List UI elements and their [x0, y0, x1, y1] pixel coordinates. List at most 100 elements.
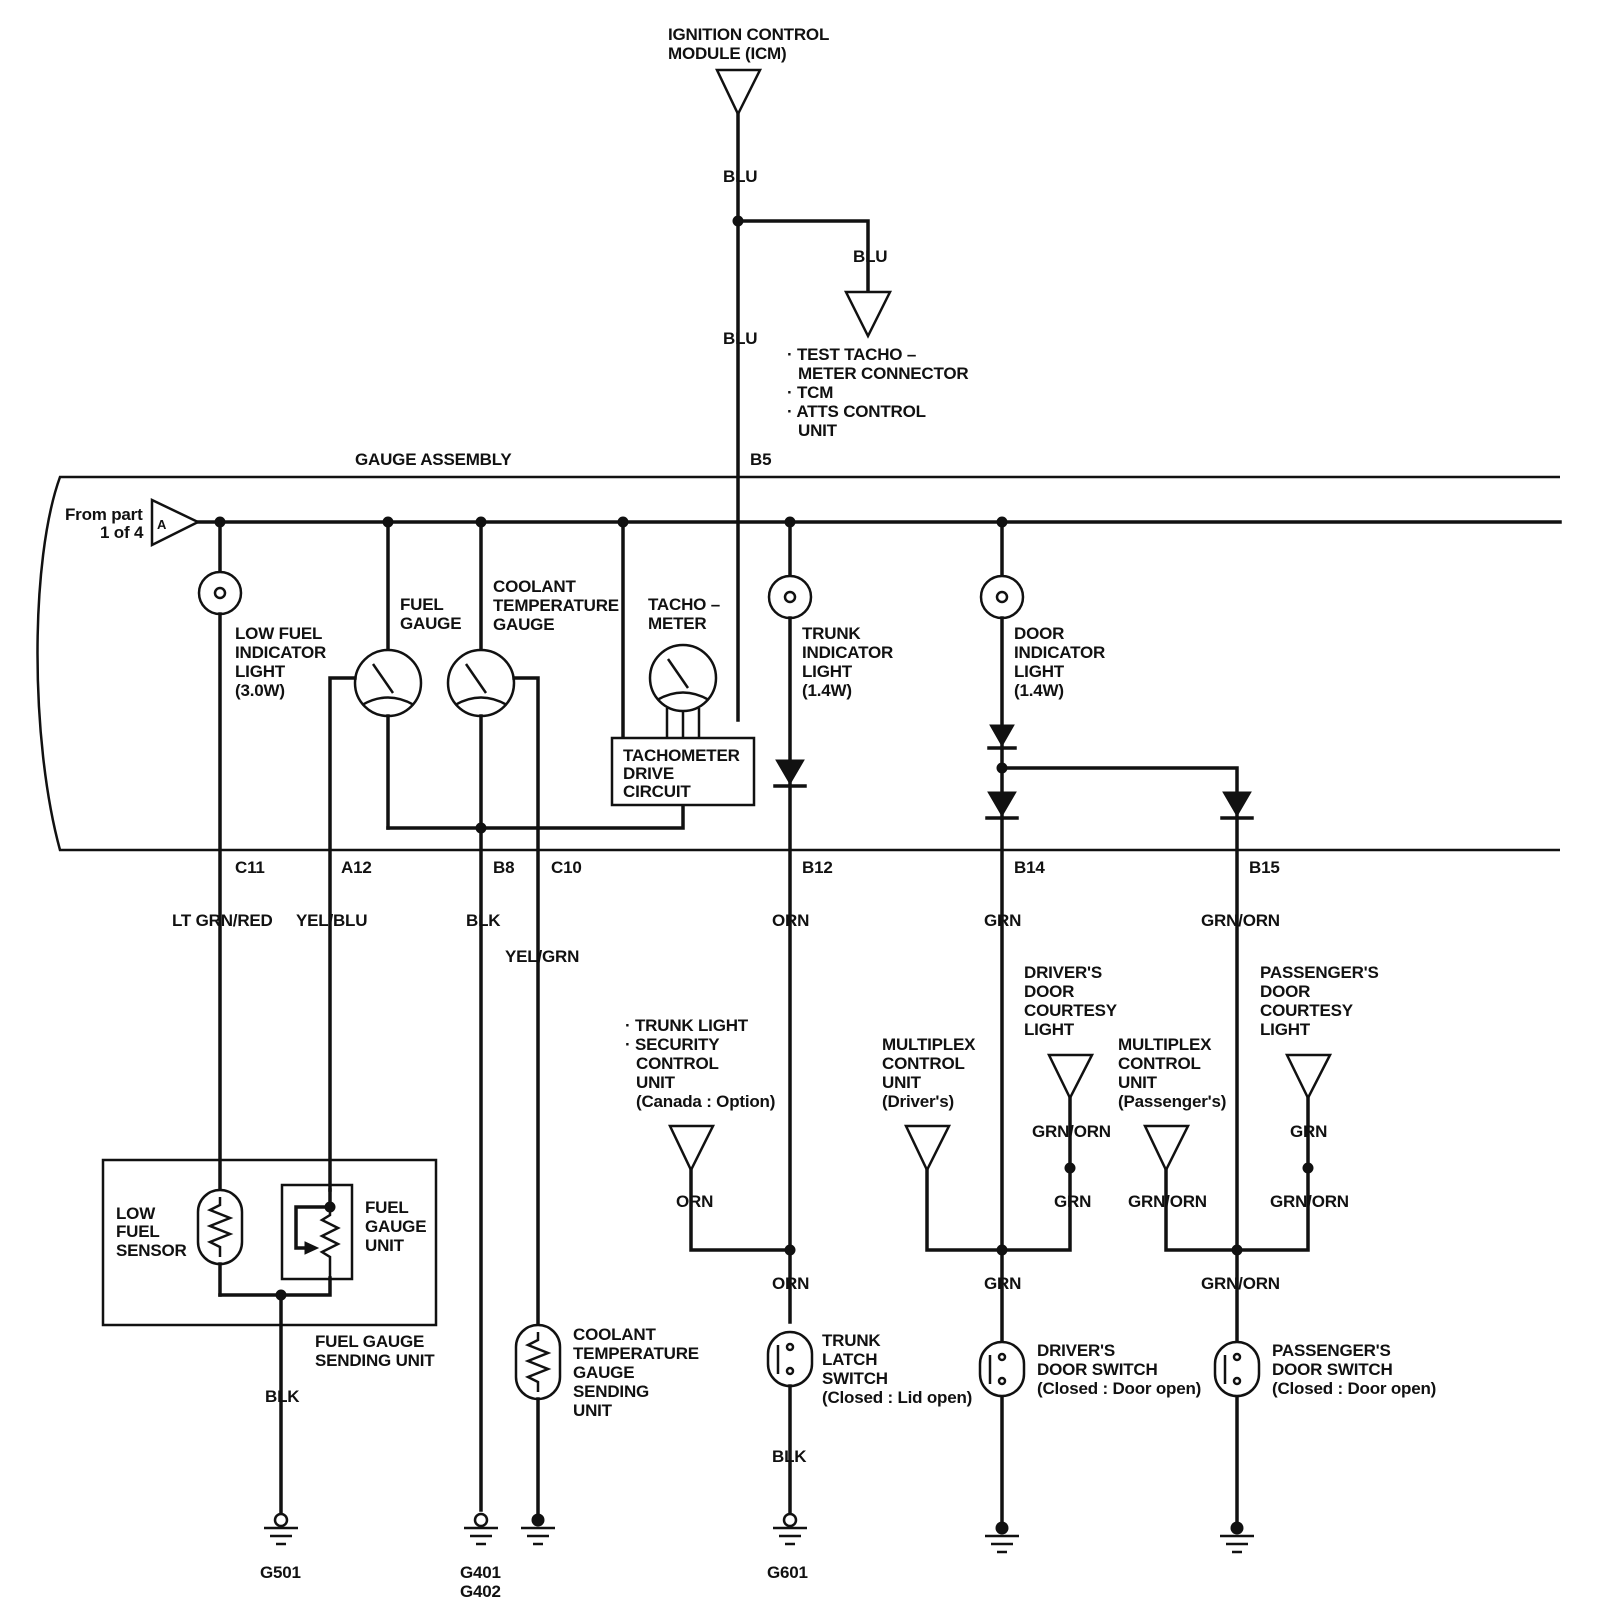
drv-courtesy-label-4: LIGHT: [1024, 1020, 1075, 1039]
pass-door-sw-label-3: (Closed : Door open): [1272, 1379, 1436, 1398]
pass-courtesy-label-3: COURTESY: [1260, 1001, 1354, 1020]
trunk-src-label-5: (Canada : Option): [636, 1092, 775, 1111]
tacho-out-label-1: · TEST TACHO –: [787, 345, 916, 364]
wire-label-trunk-gnd: BLK: [772, 1447, 807, 1466]
ground-g501-label: G501: [260, 1563, 301, 1582]
trunk-latch-label-3: SWITCH: [822, 1369, 888, 1388]
fuel-gauge-label-1: FUEL: [400, 595, 444, 614]
ground-g401-icon: [464, 1512, 498, 1546]
wire-label-pass-mpx: GRN/ORN: [1128, 1192, 1207, 1211]
wire-label-drv-courtesy-1: GRN/ORN: [1032, 1122, 1111, 1141]
junction-dot: [784, 1244, 796, 1256]
drv-courtesy-label-3: COURTESY: [1024, 1001, 1118, 1020]
icm-connector-icon: [715, 68, 763, 117]
pass-courtesy-label-2: DOOR: [1260, 982, 1310, 1001]
trunk-latch-label-2: LATCH: [822, 1350, 877, 1369]
from-part-flag: A: [157, 517, 167, 532]
tacho-label-2: METER: [648, 614, 707, 633]
drv-courtesy-label-2: DOOR: [1024, 982, 1074, 1001]
coolant-sending-label-4: SENDING: [573, 1382, 649, 1401]
ground-g401-label: G401: [460, 1563, 501, 1582]
pass-courtesy-label-1: PASSENGER'S: [1260, 963, 1379, 982]
mpx-pass-label-4: (Passenger's): [1118, 1092, 1226, 1111]
b15-wire: [1000, 766, 1239, 1527]
wire-label-pass-switch-in: GRN/ORN: [1201, 1274, 1280, 1293]
door-indicator-bulb-icon: [979, 574, 1025, 620]
tacho-out-label-5: UNIT: [798, 421, 838, 440]
wire-label-a12: YEL/BLU: [296, 911, 367, 930]
tacho-out-label-2: METER CONNECTOR: [798, 364, 968, 383]
wire-label-c10: YEL/GRN: [505, 947, 579, 966]
pin-b8: B8: [493, 858, 514, 877]
tacho-out-label-3: · TCM: [787, 383, 833, 402]
ground-coolant-icon: [521, 1513, 555, 1546]
drv-door-sw-label-3: (Closed : Door open): [1037, 1379, 1201, 1398]
fuel-gauge-sending-unit-box: [101, 1158, 438, 1327]
connector-dot: [1064, 1162, 1076, 1174]
from-part-arrow-icon: [150, 498, 201, 548]
trunk-latch-switch-icon: [766, 1330, 814, 1388]
door-ind-label-2: INDICATOR: [1014, 643, 1105, 662]
fuel-gauge-meter-icon: [353, 648, 423, 718]
ground-g402-label: G402: [460, 1582, 501, 1601]
trunk-src-label-2: · SECURITY: [625, 1035, 720, 1054]
mpx-pass-label-1: MULTIPLEX: [1118, 1035, 1212, 1054]
low-fuel-label-1: LOW FUEL: [235, 624, 322, 643]
low-fuel-label-4: (3.0W): [235, 681, 285, 700]
mpx-pass-connector-icon: [1143, 1124, 1191, 1173]
pin-c10: C10: [551, 858, 582, 877]
tachometer-meter-icon: [648, 643, 718, 738]
wire-label-blu-2: BLU: [723, 329, 757, 348]
wire-label-b15: GRN/ORN: [1201, 911, 1280, 930]
low-fuel-sensor-label-2: FUEL: [116, 1222, 160, 1241]
trunk-src-connector-icon: [668, 1124, 716, 1173]
wire-label-b12: ORN: [772, 911, 809, 930]
fuel-gauge-unit-label-2: GAUGE: [365, 1217, 426, 1236]
pin-a12: A12: [341, 858, 372, 877]
low-fuel-sensor-label-3: SENSOR: [116, 1241, 187, 1260]
door-ind-label-3: LIGHT: [1014, 662, 1065, 681]
trunk-latch-label-1: TRUNK: [822, 1331, 881, 1350]
wire-label-c11: LT GRN/RED: [172, 911, 273, 930]
tachometer-drive-circuit-box: [610, 736, 756, 807]
wire-label-drv-courtesy-2: GRN: [1054, 1192, 1091, 1211]
trunk-ind-label-3: LIGHT: [802, 662, 853, 681]
pass-courtesy-label-4: LIGHT: [1260, 1020, 1311, 1039]
tacho-out-label-4: · ATTS CONTROL: [787, 402, 926, 421]
gauge-return-wire: [386, 803, 685, 830]
ground-g601-icon: [773, 1512, 807, 1546]
wire-label-b14: GRN: [984, 911, 1021, 930]
pin-b12: B12: [802, 858, 833, 877]
coolant-sending-label-1: COOLANT: [573, 1325, 656, 1344]
tacho-drive-label-1: TACHOMETER: [623, 746, 740, 765]
tacho-label-1: TACHO –: [648, 595, 720, 614]
wire-label-pass-courtesy-1: GRN: [1290, 1122, 1327, 1141]
wire-label-blu-1: BLU: [723, 167, 757, 186]
trunk-latch-label-4: (Closed : Lid open): [822, 1388, 972, 1407]
door-ind-label-4: (1.4W): [1014, 681, 1064, 700]
wire-label-blu-3: BLU: [853, 247, 887, 266]
fuel-gauge-unit-label-3: UNIT: [365, 1236, 405, 1255]
mpx-pass-label-2: CONTROL: [1118, 1054, 1201, 1073]
mpx-drv-label-3: UNIT: [882, 1073, 922, 1092]
from-part-connector: From part 1 of 4 A: [65, 498, 201, 548]
drv-door-sw-label-1: DRIVER'S: [1037, 1341, 1115, 1360]
tacho-out-connector-icon: [843, 290, 893, 339]
wire-label-pass-courtesy-2: GRN/ORN: [1270, 1192, 1349, 1211]
drv-courtesy-label-1: DRIVER'S: [1024, 963, 1102, 982]
coolant-sending-label-2: TEMPERATURE: [573, 1344, 699, 1363]
ground-pass-switch-icon: [1220, 1521, 1254, 1554]
c10-wire: [512, 676, 540, 1327]
trunk-src-label-4: UNIT: [636, 1073, 676, 1092]
tacho-drive-label-2: DRIVE: [623, 764, 674, 783]
trunk-ind-label-1: TRUNK: [802, 624, 861, 643]
drv-door-sw-label-2: DOOR SWITCH: [1037, 1360, 1158, 1379]
from-part-label-1: From part: [65, 505, 143, 524]
gauge-assembly-outline: [36, 475, 1560, 852]
wire-label-trunk-src: ORN: [676, 1192, 713, 1211]
pin-b14: B14: [1014, 858, 1045, 877]
mpx-drv-label-2: CONTROL: [882, 1054, 965, 1073]
coolant-gauge-meter-icon: [446, 648, 516, 718]
fuel-gauge-label-2: GAUGE: [400, 614, 461, 633]
fuel-sending-label-1: FUEL GAUGE: [315, 1332, 424, 1351]
